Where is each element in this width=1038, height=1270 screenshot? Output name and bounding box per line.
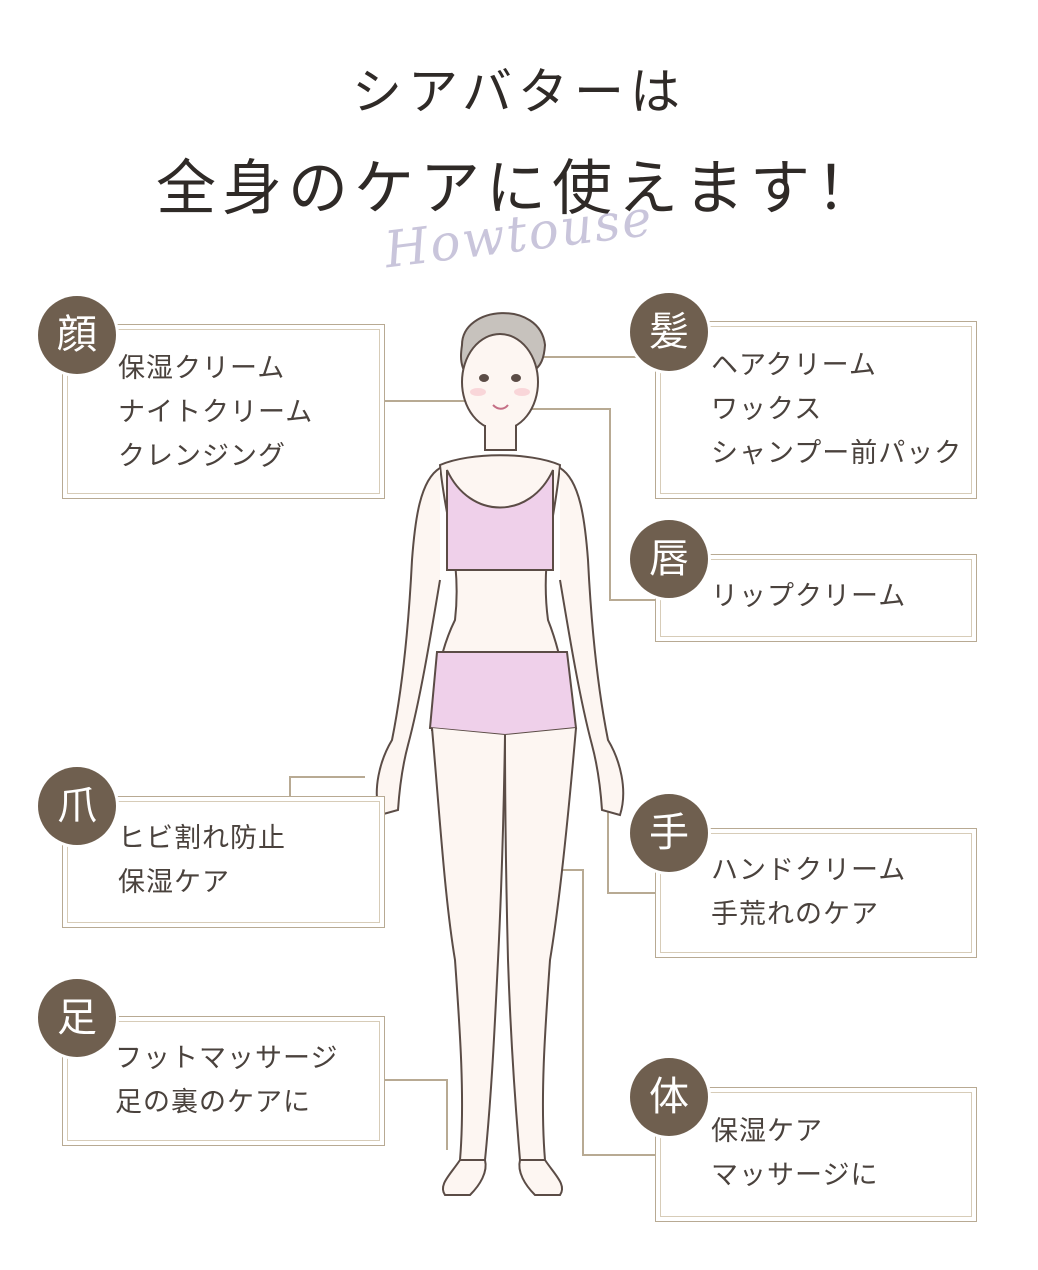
body-line-2: マッサージに bbox=[711, 1160, 879, 1191]
face-line-1: 保湿クリーム bbox=[118, 353, 286, 384]
nail-line-1: ヒビ割れ防止 bbox=[118, 823, 286, 854]
hair-line-1: ヘアクリーム bbox=[711, 350, 877, 381]
badge-hands: 手 bbox=[630, 794, 708, 872]
badge-body: 体 bbox=[630, 1058, 708, 1136]
nail-line-2: 保湿ケア bbox=[118, 867, 230, 898]
body-line-1: 保湿ケア bbox=[711, 1116, 823, 1147]
face-details bbox=[479, 374, 521, 410]
badge-nails: 爪 bbox=[38, 767, 116, 845]
lip-care-box: リップクリーム bbox=[655, 554, 977, 642]
body-care-box: 保湿ケア マッサージに bbox=[655, 1087, 977, 1222]
hair-line-2: ワックス bbox=[711, 394, 823, 425]
foot-care-box: フットマッサージ 足の裏のケアに bbox=[62, 1016, 385, 1146]
page-title-line2: 全身のケアに使えます！ bbox=[156, 154, 882, 224]
face-care-box: 保湿クリーム ナイトクリーム クレンジング bbox=[62, 324, 385, 499]
page-title-line1: シアバターは bbox=[352, 63, 686, 121]
nail-care-box: ヒビ割れ防止 保湿ケア bbox=[62, 796, 385, 928]
foot-line-2: 足の裏のケアに bbox=[115, 1087, 311, 1118]
lip-line-1: リップクリーム bbox=[711, 581, 907, 612]
face-line-3: クレンジング bbox=[118, 441, 286, 472]
hand-line-1: ハンドクリーム bbox=[711, 855, 907, 886]
foot-line-1: フットマッサージ bbox=[115, 1043, 339, 1074]
hair-line-3: シャンプー前パック bbox=[711, 438, 963, 469]
hand-line-2: 手荒れのケア bbox=[711, 899, 879, 930]
woman-figure bbox=[375, 312, 625, 1196]
badge-hair: 髪 bbox=[630, 293, 708, 371]
hair-care-box: ヘアクリーム ワックス シャンプー前パック bbox=[655, 321, 977, 499]
hand-care-box: ハンドクリーム 手荒れのケア bbox=[655, 828, 977, 958]
badge-face: 顔 bbox=[38, 296, 116, 374]
face-line-2: ナイトクリーム bbox=[118, 397, 314, 428]
badge-lips: 唇 bbox=[630, 520, 708, 598]
badge-feet: 足 bbox=[38, 979, 116, 1057]
